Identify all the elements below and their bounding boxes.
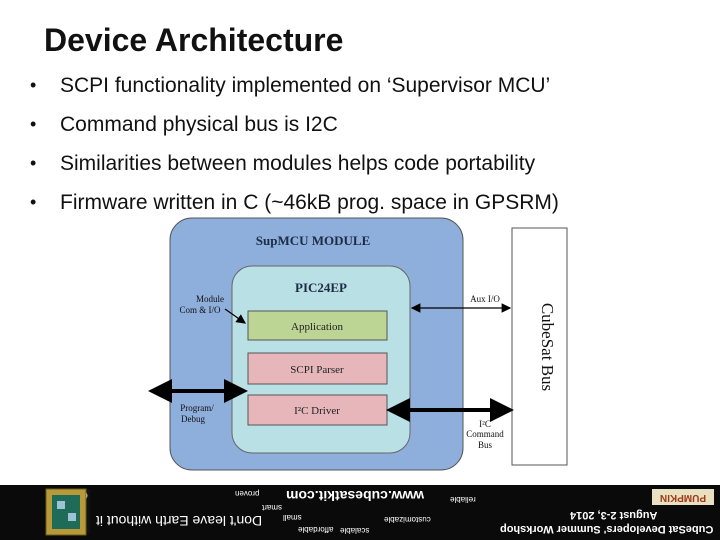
bullet-dot: • [30, 192, 37, 212]
module-com-label: Module [196, 294, 224, 304]
footer-keyword: proven [235, 489, 260, 498]
footer-keyword: small [283, 513, 302, 522]
footer-date: August 2-3, 2014 [570, 509, 658, 521]
footer-banner: KIT SAT CUBE Don't leave Earth without i… [0, 485, 720, 540]
program-debug-label: Debug [181, 414, 205, 424]
bullet-text: Similarities between modules helps code … [60, 151, 536, 175]
module-com-label: Com & I/O [179, 305, 221, 315]
bullet-dot: • [30, 114, 37, 134]
cubesat-bus-box [511, 227, 568, 466]
bullet-item: • Similarities between modules helps code… [30, 144, 559, 183]
pic24ep-label: PIC24EP [295, 280, 347, 295]
slide-title: Device Architecture [44, 22, 344, 58]
i2c-command-label: Bus [478, 440, 493, 450]
footer-tagline: Don't leave Earth without it [96, 513, 263, 529]
footer-keyword: customizable [384, 515, 431, 524]
cubesat-bus-label: CubeSat Bus [538, 303, 557, 391]
application-block [247, 310, 388, 341]
bullet-text: SCPI functionality implemented on ‘Super… [60, 73, 551, 97]
footer-keyword: smart [262, 503, 282, 512]
i2c-command-label: Command [466, 429, 504, 439]
architecture-diagram: SupMCU MODULE PIC24EP Application SCPI P… [148, 217, 568, 471]
i2c-driver-label: I²C Driver [294, 405, 340, 417]
bullet-text: Command physical bus is I2C [60, 112, 338, 136]
bullet-item: • SCPI functionality implemented on ‘Supe… [30, 66, 559, 105]
supmcu-module-label: SupMCU MODULE [256, 233, 371, 248]
bullet-item: • Command physical bus is I2C [30, 105, 559, 144]
footer-keyword: reliable [450, 495, 476, 504]
bullet-list: • SCPI functionality implemented on ‘Supe… [30, 66, 559, 222]
footer-event: CubeSat Developers' Summer Workshop [500, 523, 714, 535]
footer-keyword: affordable [298, 525, 334, 534]
cubesat-kit-logo: KIT SAT CUBE [45, 488, 90, 536]
application-label: Application [291, 321, 343, 333]
program-debug-label: Program/ [180, 403, 214, 413]
bullet-dot: • [30, 153, 37, 173]
module-com-arrow [224, 308, 246, 324]
scpi-parser-label: SCPI Parser [290, 364, 344, 376]
aux-io-label: Aux I/O [470, 294, 500, 304]
footer-keyword: scalable [340, 526, 370, 535]
bullet-dot: • [30, 75, 37, 95]
bullet-text: Firmware written in C (~46kB prog. space… [60, 190, 559, 214]
scpi-parser-block [247, 352, 388, 385]
pumpkin-logo: PUMPKIN [652, 489, 714, 505]
i2c-command-label: I²C [479, 419, 491, 429]
footer-url: www.cubesatkit.com [286, 488, 424, 504]
bullet-item: • Firmware written in C (~46kB prog. spac… [30, 183, 559, 222]
